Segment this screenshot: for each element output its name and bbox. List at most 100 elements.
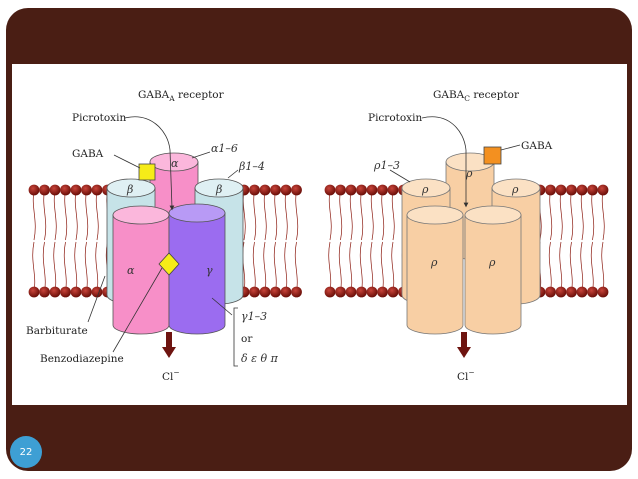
lipid-tail bbox=[74, 189, 78, 293]
label-rho-front-left: ρ bbox=[430, 256, 438, 269]
lipid-head bbox=[280, 286, 292, 298]
lipid-tail bbox=[328, 189, 332, 293]
chloride-label-left: Cl− bbox=[162, 368, 180, 383]
label-beta-left: β bbox=[126, 183, 133, 196]
lipid-tail bbox=[601, 189, 605, 293]
beta-leader bbox=[227, 169, 239, 179]
lipid-tail bbox=[32, 189, 36, 293]
lipid-head bbox=[49, 286, 61, 298]
gamma-leader bbox=[211, 297, 233, 316]
lipid-tail bbox=[294, 189, 299, 293]
lipid-head bbox=[39, 286, 50, 298]
lipid-head bbox=[597, 286, 609, 298]
lipid-head bbox=[377, 184, 388, 196]
lipid-tail bbox=[84, 189, 89, 293]
lipid-head bbox=[566, 286, 577, 298]
label-alpha-front: α bbox=[127, 264, 135, 277]
lipid-head bbox=[545, 184, 556, 196]
lipid-tail bbox=[252, 189, 257, 293]
lipid-head bbox=[335, 286, 346, 298]
benzodiazepine-site-diamond bbox=[158, 252, 180, 276]
rho-range-label: ρ1–3 bbox=[373, 159, 400, 172]
lipid-head bbox=[60, 286, 71, 298]
or-label: or bbox=[241, 333, 253, 345]
lipid-tail bbox=[284, 189, 288, 293]
lipid-tail bbox=[349, 189, 353, 293]
lipid-head bbox=[291, 184, 302, 196]
lipid-tail bbox=[63, 189, 68, 293]
gamma-range-label: γ1–3 bbox=[241, 310, 267, 323]
lipid-tail bbox=[53, 189, 57, 293]
lipid-head bbox=[587, 286, 598, 298]
lipid-head bbox=[270, 184, 281, 196]
other-subunits-label: δ ε θ π bbox=[241, 352, 279, 365]
barbiturate-leader bbox=[87, 275, 106, 323]
lipid-head bbox=[280, 184, 292, 196]
lipid-tail bbox=[338, 189, 343, 293]
gabaa-title: GABAA receptor bbox=[138, 89, 225, 103]
lipid-head bbox=[366, 184, 378, 196]
rho-leader bbox=[389, 169, 411, 183]
lipid-head bbox=[324, 286, 336, 298]
gabac-receptor: ρ ρ ρ ρ ρ GABAC receptor Picrotoxin GABA… bbox=[368, 89, 553, 383]
label-rho-front-right: ρ bbox=[488, 256, 496, 269]
lipid-head bbox=[576, 184, 588, 196]
gaba-leader-right bbox=[500, 144, 521, 151]
lipid-tail bbox=[559, 189, 563, 293]
lipid-head bbox=[335, 184, 346, 196]
lipid-head bbox=[545, 286, 556, 298]
lipid-head bbox=[587, 184, 598, 196]
gaba-leader-left bbox=[113, 154, 141, 169]
lipid-head bbox=[356, 286, 367, 298]
lipid-tail bbox=[370, 189, 374, 293]
lipid-head bbox=[597, 184, 609, 196]
lipid-head bbox=[387, 286, 399, 298]
gaba-label-right: GABA bbox=[521, 140, 553, 152]
lipid-tail bbox=[359, 189, 364, 293]
lipid-head bbox=[70, 184, 82, 196]
lipid-tail bbox=[42, 189, 47, 293]
lipid-tail bbox=[391, 189, 395, 293]
lipid-head bbox=[566, 184, 577, 196]
lipid-head bbox=[81, 286, 92, 298]
lipid-head bbox=[60, 184, 71, 196]
lipid-tail bbox=[263, 189, 267, 293]
chloride-label-right: Cl− bbox=[457, 368, 475, 383]
label-rho-back: ρ bbox=[465, 167, 473, 180]
subunit-rho-front-left bbox=[406, 205, 464, 335]
alpha-range-label: α1–6 bbox=[211, 142, 238, 155]
lipid-head bbox=[70, 286, 82, 298]
lipid-head bbox=[91, 184, 103, 196]
subunit-rho-front-right bbox=[464, 205, 522, 335]
lipid-head bbox=[356, 184, 367, 196]
lipid-head bbox=[555, 286, 567, 298]
label-beta-right: β bbox=[215, 183, 222, 196]
gaba-label-left: GABA bbox=[72, 148, 104, 160]
label-rho-left: ρ bbox=[421, 183, 429, 196]
lipid-head bbox=[49, 184, 61, 196]
lipid-head bbox=[270, 286, 281, 298]
lipid-head bbox=[81, 184, 92, 196]
picrotoxin-leader-right bbox=[421, 116, 469, 208]
lipid-head bbox=[249, 184, 260, 196]
lipid-tail bbox=[273, 189, 278, 293]
lipid-head bbox=[345, 184, 357, 196]
picrotoxin-label-left: Picrotoxin bbox=[72, 112, 126, 124]
lipid-head bbox=[259, 184, 271, 196]
lipid-head bbox=[366, 286, 378, 298]
lipid-head bbox=[249, 286, 260, 298]
chloride-arrow-left bbox=[162, 332, 176, 358]
lipid-tail bbox=[548, 189, 553, 293]
subunit-gamma bbox=[168, 203, 226, 335]
lipid-head bbox=[377, 286, 388, 298]
lipid-head bbox=[28, 184, 40, 196]
lipid-head bbox=[39, 184, 50, 196]
lipid-tail bbox=[569, 189, 574, 293]
lipid-head bbox=[324, 184, 336, 196]
label-gamma: γ bbox=[206, 264, 213, 277]
benzodiazepine-label: Benzodiazepine bbox=[40, 353, 124, 365]
lipid-head bbox=[28, 286, 40, 298]
lipid-head bbox=[345, 286, 357, 298]
subunit-bracket bbox=[233, 307, 238, 367]
